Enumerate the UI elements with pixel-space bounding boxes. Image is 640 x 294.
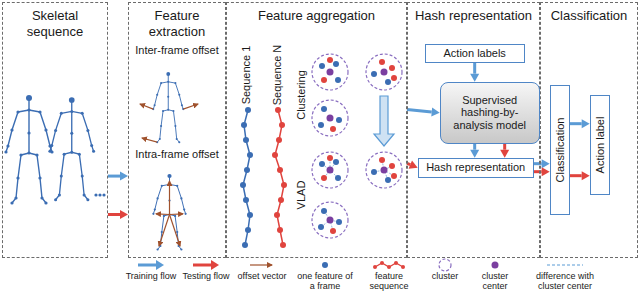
skeleton-figure: [152, 72, 184, 143]
continuation-dots: [94, 193, 105, 196]
panel-heading: Skeletal sequence: [3, 3, 107, 39]
flow-arrow: [570, 119, 590, 128]
arrow-head: [470, 74, 479, 82]
box-text: Classification: [553, 117, 566, 182]
stage-panel: ClassificationClassificationAction label: [540, 2, 638, 258]
skeleton-figure: [4, 95, 53, 205]
offset-vectors: [156, 181, 183, 246]
flow-arrow: [407, 160, 418, 168]
stage-panel: Feature extraction: [128, 2, 226, 258]
process-box: Hash representation: [418, 158, 534, 178]
feature-sequence: [272, 107, 287, 248]
panel-heading: Feature aggregation: [227, 3, 406, 24]
box-text: Action label: [593, 116, 606, 173]
arrow-head: [500, 150, 509, 158]
legend-text: difference with cluster center: [527, 271, 603, 291]
frame-features: [318, 61, 391, 230]
offset-vectors: [140, 104, 198, 142]
annotation-label: Sequence 1: [240, 46, 253, 105]
flow-arrow: [108, 172, 128, 181]
label-box: Action labels: [425, 44, 525, 63]
box-text: Supervised hashing-by-analysis model: [441, 94, 539, 132]
flow-arrow: [570, 171, 590, 180]
flow-arrow: [534, 167, 550, 176]
legend-text: feature sequence: [358, 271, 420, 291]
panel-heading: Hash representation: [408, 3, 539, 24]
arrow-head: [542, 167, 550, 176]
frame-features: [321, 57, 397, 234]
vlad-arrow: [374, 96, 394, 146]
flow-arrow: [470, 63, 479, 82]
stage-panel: Skeletal sequence: [2, 2, 108, 258]
legend-text: Training flow: [123, 271, 179, 281]
annotation-label: Intra-frame offset: [130, 148, 224, 161]
annotation-label: Clustering: [295, 70, 308, 120]
arrow-shaft: [503, 144, 506, 150]
annotation-label: VLAD: [295, 181, 308, 210]
legend-text: Testing flow: [178, 271, 234, 281]
legend-text: cluster: [421, 271, 469, 281]
arrow-shaft: [473, 63, 476, 74]
cluster-centers: [327, 69, 388, 224]
skeleton-figure: [48, 97, 95, 201]
legend-samples: [138, 259, 583, 271]
feature-sequence: [240, 107, 253, 248]
output-box: Action label: [590, 95, 610, 195]
flow-arrow: [108, 210, 128, 219]
flow-arrow: [500, 144, 509, 158]
arrow-head: [582, 171, 590, 180]
flow-arrow: [470, 144, 479, 158]
arrow-head: [120, 172, 128, 181]
arrow-head: [542, 159, 550, 168]
flow-arrow: [534, 159, 550, 168]
arrow-shaft: [407, 110, 432, 112]
flow-arrow: [407, 107, 440, 116]
annotation-label: Sequence N: [271, 45, 284, 106]
arrow-head: [470, 150, 479, 158]
process-box: Classification: [550, 85, 570, 215]
difference-lines: [321, 158, 394, 231]
arrow-head: [582, 119, 590, 128]
annotation-label: Inter-frame offset: [130, 44, 224, 57]
stage-panel: Feature aggregation: [226, 2, 407, 258]
arrow-shaft: [108, 175, 120, 178]
arrow-shaft: [473, 144, 476, 150]
legend-text: one feature of a frame: [294, 271, 356, 291]
model-box: Supervised hashing-by-analysis model: [440, 82, 540, 144]
panel-heading: Feature extraction: [129, 3, 225, 39]
legend-text: cluster center: [470, 271, 520, 291]
arrow-shaft: [108, 213, 120, 216]
arrow-shaft: [570, 122, 582, 125]
arrow-head: [120, 210, 128, 219]
arrow-head: [409, 160, 418, 168]
box-text: Action labels: [441, 47, 509, 60]
arrow-head: [431, 107, 439, 116]
skeleton-figure: [152, 174, 186, 251]
stage-panel: Hash representationAction labelsSupervis…: [407, 2, 540, 258]
cluster-circles: [312, 54, 402, 238]
box-text: Hash representation: [423, 161, 528, 174]
arrow-shaft: [570, 174, 582, 177]
panel-heading: Classification: [541, 3, 637, 24]
legend-text: offset vector: [234, 271, 290, 281]
